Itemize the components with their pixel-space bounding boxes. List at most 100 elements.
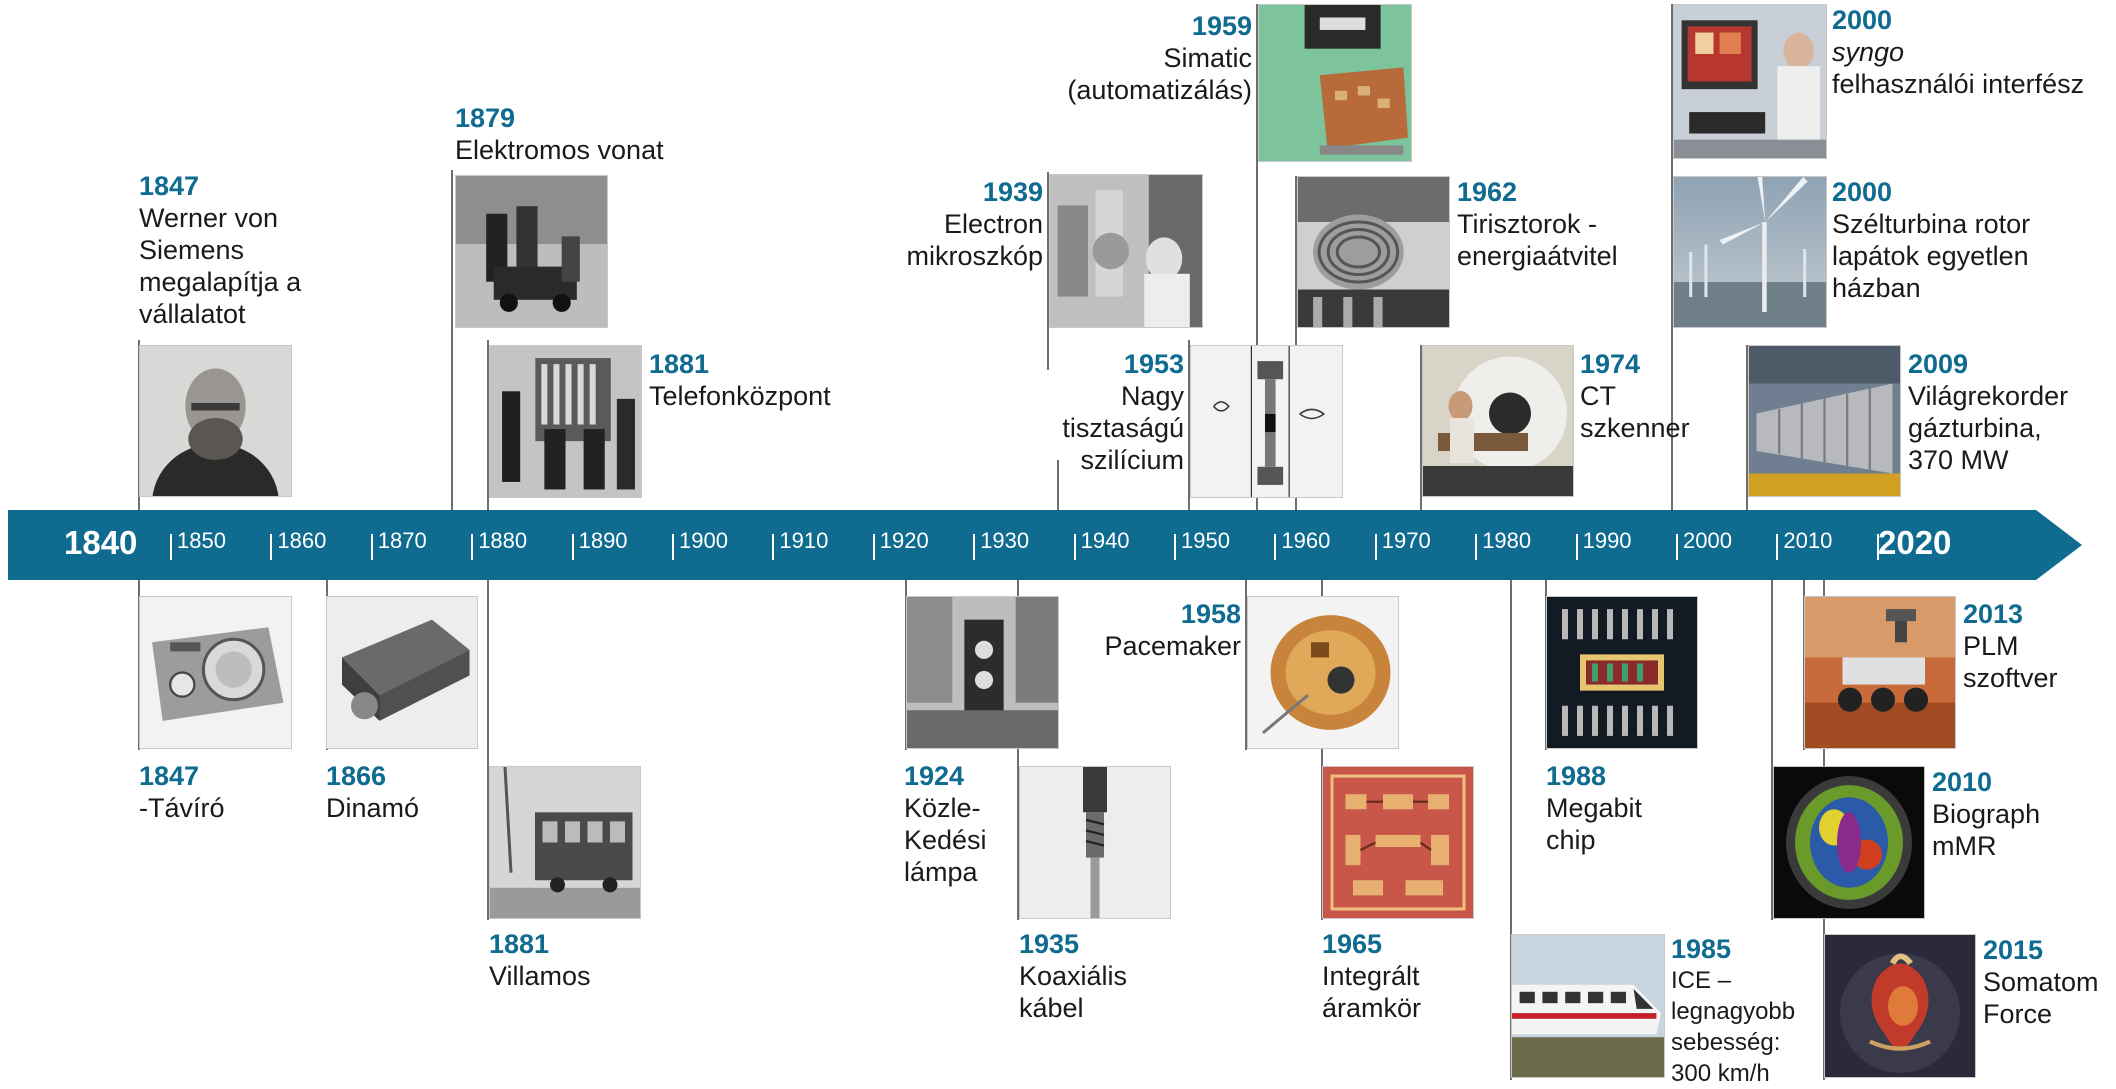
ice-train-photo <box>1511 934 1665 1078</box>
event-year: 1985 <box>1671 934 1732 964</box>
traffic-light-photo <box>906 596 1059 749</box>
tram-photo <box>489 766 641 919</box>
event-1847-founding: 1847 Werner von Siemens megalapítja a vá… <box>139 170 301 330</box>
event-year: 1953 <box>1123 349 1184 379</box>
timeline-end-year: 2020 <box>1878 524 1952 561</box>
event-1881-telephone: 1881 Telefonközpont <box>649 348 831 412</box>
event-1953-silicon: 1953 Nagy tisztaságú szilícium <box>1000 348 1184 476</box>
event-text: Telefonközpont <box>649 381 831 411</box>
dynamo-photo <box>326 596 478 749</box>
decade-label: 1990 <box>1582 528 1632 553</box>
connector-1879 <box>451 170 453 510</box>
event-text: Elektromos vonat <box>455 135 664 165</box>
event-1866-dynamo: 1866 Dinamó <box>326 760 419 824</box>
decade-tick <box>973 534 976 560</box>
event-text: ICE – legnagyobb sebesség: 300 km/h <box>1671 967 1796 1087</box>
event-1881-tram: 1881 Villamos <box>489 928 591 992</box>
decade-label: 1940 <box>1080 528 1130 553</box>
connector-1953 <box>1188 340 1190 510</box>
connector-1985 <box>1510 580 1512 1080</box>
event-text: Szélturbina rotor lapátok egyetlen házba… <box>1832 209 2031 303</box>
event-year: 1881 <box>649 349 710 379</box>
event-1988-megabit-chip: 1988 Megabit chip <box>1546 760 1642 856</box>
decade-label: 2000 <box>1683 528 1732 553</box>
event-text: Világrekorder gázturbina, 370 MW <box>1908 381 2069 475</box>
connector-1959 <box>1256 4 1258 510</box>
event-year: 2010 <box>1932 767 1993 797</box>
event-year: 1959 <box>1191 11 1252 41</box>
wind-turbine-photo <box>1673 176 1827 328</box>
heart-ct-photo <box>1824 934 1976 1078</box>
decade-tick <box>1374 534 1377 560</box>
event-product-name: syngo <box>1832 37 1905 67</box>
event-year: 1962 <box>1457 177 1518 207</box>
electric-train-photo <box>455 175 608 328</box>
event-2013-plm: 2013 PLM szoftver <box>1963 598 2058 694</box>
event-1935-coaxial-cable: 1935 Koaxiális kábel <box>1019 928 1127 1024</box>
event-year: 2013 <box>1963 599 2024 629</box>
event-1958-pacemaker: 1958 Pacemaker <box>1040 598 1241 662</box>
decade-tick <box>1174 534 1176 560</box>
telephone-exchange-photo <box>489 345 642 498</box>
decade-label: 1980 <box>1482 528 1532 553</box>
decade-label: 1930 <box>980 528 1030 553</box>
decade-tick <box>1676 534 1678 560</box>
decade-tick <box>872 534 875 560</box>
event-1985-ice: 1985 ICE – legnagyobb sebesség: 300 km/h <box>1671 934 1795 1089</box>
decade-tick <box>571 534 574 560</box>
event-year: 1974 <box>1580 349 1641 379</box>
event-year: 1879 <box>455 103 516 133</box>
decade-tick <box>772 534 775 560</box>
decade-label: 1970 <box>1381 528 1431 553</box>
connector-1881-bottom <box>487 580 489 920</box>
portrait-photo <box>139 345 292 497</box>
event-text: -Távíró <box>139 793 225 823</box>
timeline-band <box>8 510 2036 580</box>
event-1939-electron-microscope: 1939 Electron mikroszkóp <box>843 176 1043 272</box>
event-year: 1866 <box>326 761 387 791</box>
event-year: 1988 <box>1546 761 1607 791</box>
event-2015-somatom: 2015 Somatom Force <box>1983 934 2099 1030</box>
connector-1965 <box>1321 580 1323 920</box>
connector-1958 <box>1245 580 1247 750</box>
event-text: Electron mikroszkóp <box>906 209 1043 271</box>
ct-scanner-photo <box>1422 345 1574 497</box>
brain-scan-photo <box>1773 766 1925 919</box>
event-text: Megabit chip <box>1546 793 1643 855</box>
mars-rover-photo <box>1804 596 1956 749</box>
decade-tick <box>370 534 373 560</box>
decade-label: 1870 <box>377 528 427 553</box>
event-1959-simatic: 1959 Simatic (automatizálás) <box>1010 10 1252 106</box>
event-year: 1881 <box>489 929 550 959</box>
event-2000-wind-turbine: 2000 Szélturbina rotor lapátok egyetlen … <box>1832 176 2030 304</box>
connector-1935 <box>1017 580 1019 920</box>
event-text: Tirisztorok - energiaátvitel <box>1457 209 1618 271</box>
decade-label: 1920 <box>879 528 929 553</box>
event-1924-traffic-light: 1924 Közle- Kedési lámpa <box>904 760 987 888</box>
decade-tick <box>1876 534 1879 560</box>
event-text: Werner von Siemens megalapítja a vállala… <box>139 203 302 329</box>
decade-label: 1910 <box>779 528 829 553</box>
telegraph-photo <box>139 596 292 749</box>
decade-tick <box>1575 534 1578 560</box>
simatic-module-photo <box>1258 4 1412 162</box>
decade-tick <box>471 534 474 560</box>
timeline-start-year: 1840 <box>64 524 138 561</box>
timeline-arrowhead <box>2036 510 2082 580</box>
event-year: 1965 <box>1322 929 1383 959</box>
connector-1939-low <box>1057 460 1059 510</box>
decade-label: 1850 <box>177 528 226 553</box>
event-text: felhasználói interfész <box>1832 69 2085 99</box>
event-1847-telegraph: 1847 -Távíró <box>139 760 225 824</box>
event-year: 1939 <box>982 177 1043 207</box>
event-year: 1847 <box>139 761 200 791</box>
decade-tick <box>1776 534 1779 560</box>
decade-label: 1860 <box>277 528 327 553</box>
event-1965-integrated-circuit: 1965 Integrált áramkör <box>1322 928 1421 1024</box>
event-year: 1924 <box>904 761 965 791</box>
megabit-chip-photo <box>1546 596 1698 749</box>
connector-1974 <box>1420 345 1422 510</box>
event-year: 2000 <box>1832 177 1893 207</box>
gas-turbine-photo <box>1748 345 1901 497</box>
